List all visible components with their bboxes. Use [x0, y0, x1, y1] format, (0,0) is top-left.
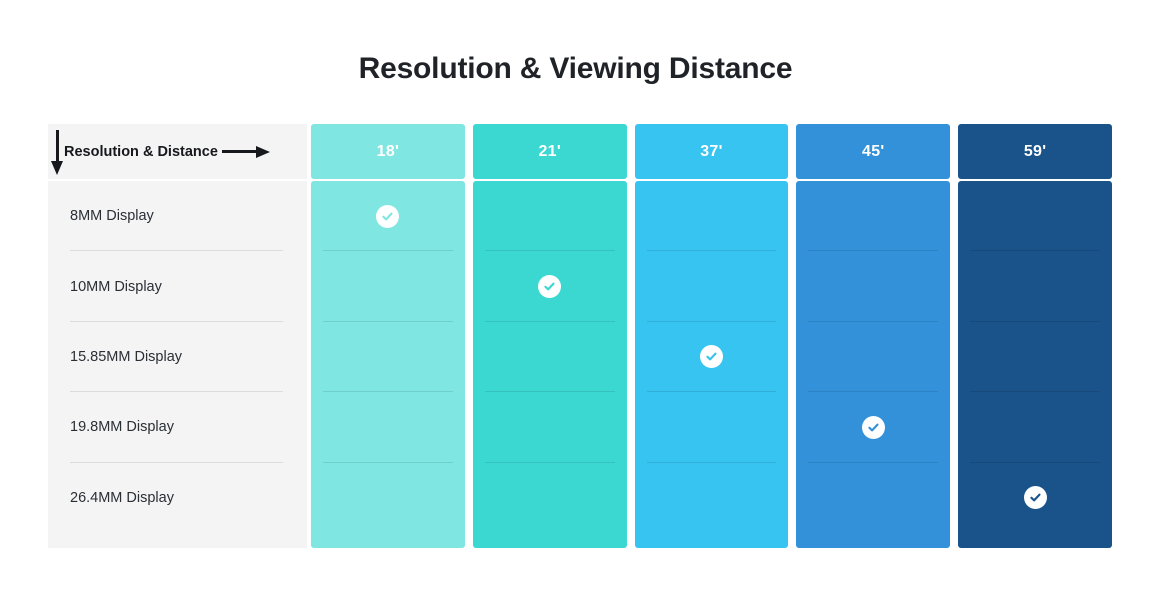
distance-column: 37' [634, 124, 789, 548]
column-header-3[interactable]: 37' [634, 124, 789, 179]
check-circle-icon [861, 415, 885, 439]
cell-divider [323, 391, 453, 393]
matrix-cell[interactable] [473, 251, 627, 322]
row-label-text: 10MM Display [70, 278, 162, 295]
matrix-cell[interactable] [311, 392, 465, 463]
cell-divider [646, 461, 777, 463]
matrix-cell[interactable] [796, 463, 950, 533]
column-header-1[interactable]: 18' [311, 124, 465, 179]
matrix-corner-cell: Resolution & Distance [48, 124, 307, 179]
matrix-cell[interactable] [958, 251, 1112, 322]
check-circle-icon [376, 204, 400, 228]
matrix-cell[interactable] [635, 463, 789, 533]
row-divider [70, 461, 283, 463]
row-label-text: 15.85MM Display [70, 348, 183, 365]
cell-divider [323, 250, 453, 252]
column-header-label: 18' [376, 142, 400, 160]
matrix-cell[interactable] [796, 392, 950, 463]
cell-divider [323, 461, 453, 463]
column-header-2[interactable]: 21' [472, 124, 627, 179]
cell-divider [970, 461, 1100, 463]
column-body [472, 181, 627, 548]
cell-divider [970, 250, 1100, 252]
column-body [958, 181, 1112, 548]
matrix-cell[interactable] [311, 181, 465, 252]
matrix-cell[interactable] [796, 322, 950, 393]
matrix-cell[interactable] [958, 322, 1112, 393]
column-header-label: 37' [700, 142, 723, 160]
cell-divider [484, 250, 615, 252]
row-label-text: 26.4MM Display [70, 489, 174, 506]
distance-columns: 18' 21' 37' 45' 59' [311, 124, 1112, 548]
row-label-list: 8MM Display 10MM Display 15.85MM Display… [48, 181, 307, 548]
column-header-5[interactable]: 59' [958, 124, 1112, 179]
column-header-label: 59' [1023, 142, 1047, 160]
cell-divider [484, 461, 615, 463]
matrix-cell[interactable] [958, 463, 1112, 533]
cell-divider [808, 391, 939, 393]
row-divider [70, 391, 283, 393]
matrix-cell[interactable] [635, 181, 789, 252]
matrix-cell[interactable] [311, 322, 465, 393]
check-circle-icon [1023, 486, 1047, 510]
corner-label: Resolution & Distance [64, 143, 218, 160]
matrix-cell[interactable] [473, 392, 627, 463]
matrix-cell[interactable] [473, 181, 627, 252]
column-body [634, 181, 789, 548]
cell-divider [646, 391, 777, 393]
column-body [311, 181, 465, 548]
row-label-item: 19.8MM Display [48, 392, 307, 463]
matrix-cell[interactable] [635, 392, 789, 463]
distance-column: 59' [958, 124, 1112, 548]
row-label-text: 19.8MM Display [70, 419, 174, 436]
cell-divider [808, 250, 939, 252]
matrix-cell[interactable] [311, 463, 465, 533]
matrix-cell[interactable] [635, 251, 789, 322]
matrix-cell[interactable] [958, 392, 1112, 463]
page-title: Resolution & Viewing Distance [358, 52, 793, 85]
cell-divider [484, 320, 615, 322]
cell-divider [970, 391, 1100, 393]
row-label-item: 26.4MM Display [48, 463, 307, 533]
column-header-label: 21' [538, 142, 561, 160]
arrow-down-icon [51, 130, 65, 176]
matrix-cell[interactable] [635, 322, 789, 393]
cell-divider [646, 250, 777, 252]
row-label-item: 15.85MM Display [48, 322, 307, 393]
distance-column: 18' [311, 124, 465, 548]
row-divider [70, 320, 283, 322]
resolution-distance-matrix: Resolution & Distance 8MM Display 10MM D… [48, 124, 1112, 548]
matrix-cell[interactable] [796, 181, 950, 252]
arrow-right-icon [221, 145, 270, 158]
distance-column: 21' [472, 124, 627, 548]
matrix-cell[interactable] [958, 181, 1112, 252]
distance-column: 45' [796, 124, 951, 548]
matrix-cell[interactable] [473, 463, 627, 533]
column-body [796, 181, 951, 548]
matrix-cell[interactable] [473, 322, 627, 393]
cell-divider [970, 320, 1100, 322]
check-circle-icon [699, 345, 723, 369]
matrix-cell[interactable] [311, 251, 465, 322]
check-circle-icon [538, 275, 562, 299]
cell-divider [323, 320, 453, 322]
cell-divider [484, 391, 615, 393]
row-label-text: 8MM Display [70, 208, 154, 225]
matrix-cell[interactable] [796, 251, 950, 322]
column-header-label: 45' [862, 142, 885, 160]
cell-divider [808, 461, 939, 463]
cell-divider [646, 320, 777, 322]
row-label-item: 8MM Display [48, 181, 307, 252]
column-header-4[interactable]: 45' [796, 124, 951, 179]
row-header-column: Resolution & Distance 8MM Display 10MM D… [48, 124, 307, 548]
cell-divider [808, 320, 939, 322]
row-divider [70, 250, 283, 252]
row-label-item: 10MM Display [48, 251, 307, 322]
